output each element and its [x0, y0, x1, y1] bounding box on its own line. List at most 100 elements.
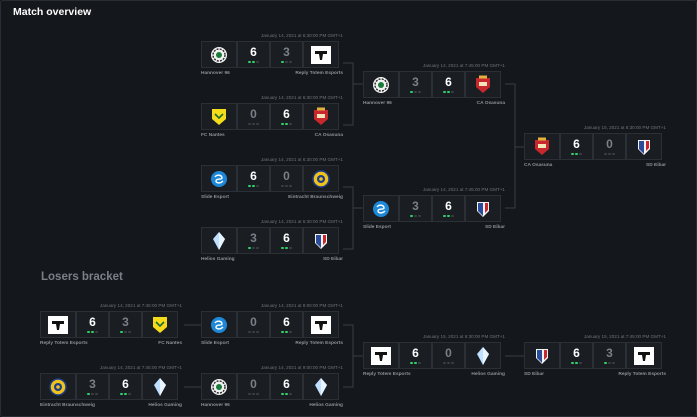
right-team-name[interactable]: Reply Totem Esports [618, 372, 666, 377]
game-dot [248, 122, 251, 126]
game-dots [410, 214, 421, 218]
eibar-logo [465, 195, 501, 222]
game-dot [289, 60, 292, 64]
right-team-name[interactable]: Helios Gaming [471, 372, 505, 377]
team-names: Hannover 96 Reply Totem Esports [201, 71, 343, 79]
game-dot [252, 122, 255, 126]
right-team-name[interactable]: Reply Totem Esports [295, 71, 343, 76]
left-team-name[interactable]: Reply Totem Esports [40, 341, 88, 346]
braunschweig-logo [40, 373, 76, 400]
left-score: 6 [250, 44, 257, 59]
right-score-cell: 3 [109, 311, 142, 338]
match-date: January 14, 2021 at 9:00:00 PM GMT+1 [260, 303, 343, 308]
right-score: 6 [283, 314, 290, 329]
match-date: January 14, 2021 at 7:45:00 PM GMT+1 [99, 303, 182, 308]
right-team-name[interactable]: Reply Totem Esports [295, 341, 343, 346]
left-team-name[interactable]: Slide Esport [363, 225, 391, 230]
right-team-name[interactable]: Eintracht Braunschweig [288, 195, 343, 200]
game-dots [120, 330, 131, 334]
right-score: 0 [606, 136, 613, 151]
game-dot [256, 330, 259, 334]
game-dots [571, 152, 582, 156]
right-team-name[interactable]: CA Osasuna [476, 101, 505, 106]
right-team-name[interactable]: FC Nantes [158, 341, 182, 346]
game-dot [289, 122, 292, 126]
match-date: January 14, 2021 at 9:00:00 PM GMT+1 [260, 365, 343, 370]
left-team-name[interactable]: Hannover 96 [363, 101, 392, 106]
game-dot [252, 330, 255, 334]
hannover-logo [201, 41, 237, 68]
team-names: SD Eibar Reply Totem Esports [524, 372, 666, 380]
right-team-name[interactable]: Helios Gaming [309, 403, 343, 408]
totem-logo [303, 41, 339, 68]
left-team-name[interactable]: CA Osasuna [524, 163, 553, 168]
right-team-name[interactable]: SD Eibar [323, 257, 343, 262]
game-dot [128, 330, 131, 334]
left-score-cell: 6 [237, 41, 270, 68]
game-dot [248, 392, 251, 396]
game-dot [281, 184, 284, 188]
game-dot [281, 246, 284, 250]
right-team-name[interactable]: SD Eibar [646, 163, 666, 168]
game-dot [285, 246, 288, 250]
game-dot [451, 214, 454, 218]
game-dot [579, 361, 582, 365]
right-team-name[interactable]: SD Eibar [485, 225, 505, 230]
connector-line [343, 62, 363, 85]
left-team-name[interactable]: Reply Totem Esports [363, 372, 411, 377]
game-dots [248, 330, 259, 334]
right-team-name[interactable]: Helios Gaming [148, 403, 182, 408]
left-team-name[interactable]: Slide Esport [201, 195, 229, 200]
right-team-name[interactable]: CA Osasuna [314, 133, 343, 138]
game-dot [256, 246, 259, 250]
match-date: January 15, 2021 at 6:30:00 PM GMT+1 [583, 125, 666, 130]
left-team-name[interactable]: FC Nantes [201, 133, 225, 138]
slide-logo [363, 195, 399, 222]
game-dot [120, 392, 123, 396]
right-score-cell: 6 [109, 373, 142, 400]
left-team-name[interactable]: Hannover 96 [201, 403, 230, 408]
left-score: 6 [573, 345, 580, 360]
right-score: 3 [606, 345, 613, 360]
right-score-cell: 0 [593, 133, 626, 160]
helios-logo [465, 342, 501, 369]
game-dot [91, 392, 94, 396]
game-dot [575, 361, 578, 365]
connector-line [343, 324, 363, 357]
match-date: January 14, 2021 at 7:45:00 PM GMT+1 [99, 365, 182, 370]
game-dot [451, 361, 454, 365]
game-dots [281, 60, 292, 64]
left-team-name[interactable]: SD Eibar [524, 372, 544, 377]
left-team-name[interactable]: Hannover 96 [201, 71, 230, 76]
game-dots [248, 246, 259, 250]
totem-logo [363, 342, 399, 369]
game-dots [281, 392, 292, 396]
left-score: 6 [250, 168, 257, 183]
game-dot [248, 246, 251, 250]
left-team-name[interactable]: Helios Gaming [201, 257, 235, 262]
right-score: 0 [283, 168, 290, 183]
right-score: 3 [122, 314, 129, 329]
left-team-name[interactable]: Slide Esport [201, 341, 229, 346]
game-dot [447, 90, 450, 94]
left-team-name[interactable]: Eintracht Braunschweig [40, 403, 95, 408]
left-score: 0 [250, 376, 257, 391]
